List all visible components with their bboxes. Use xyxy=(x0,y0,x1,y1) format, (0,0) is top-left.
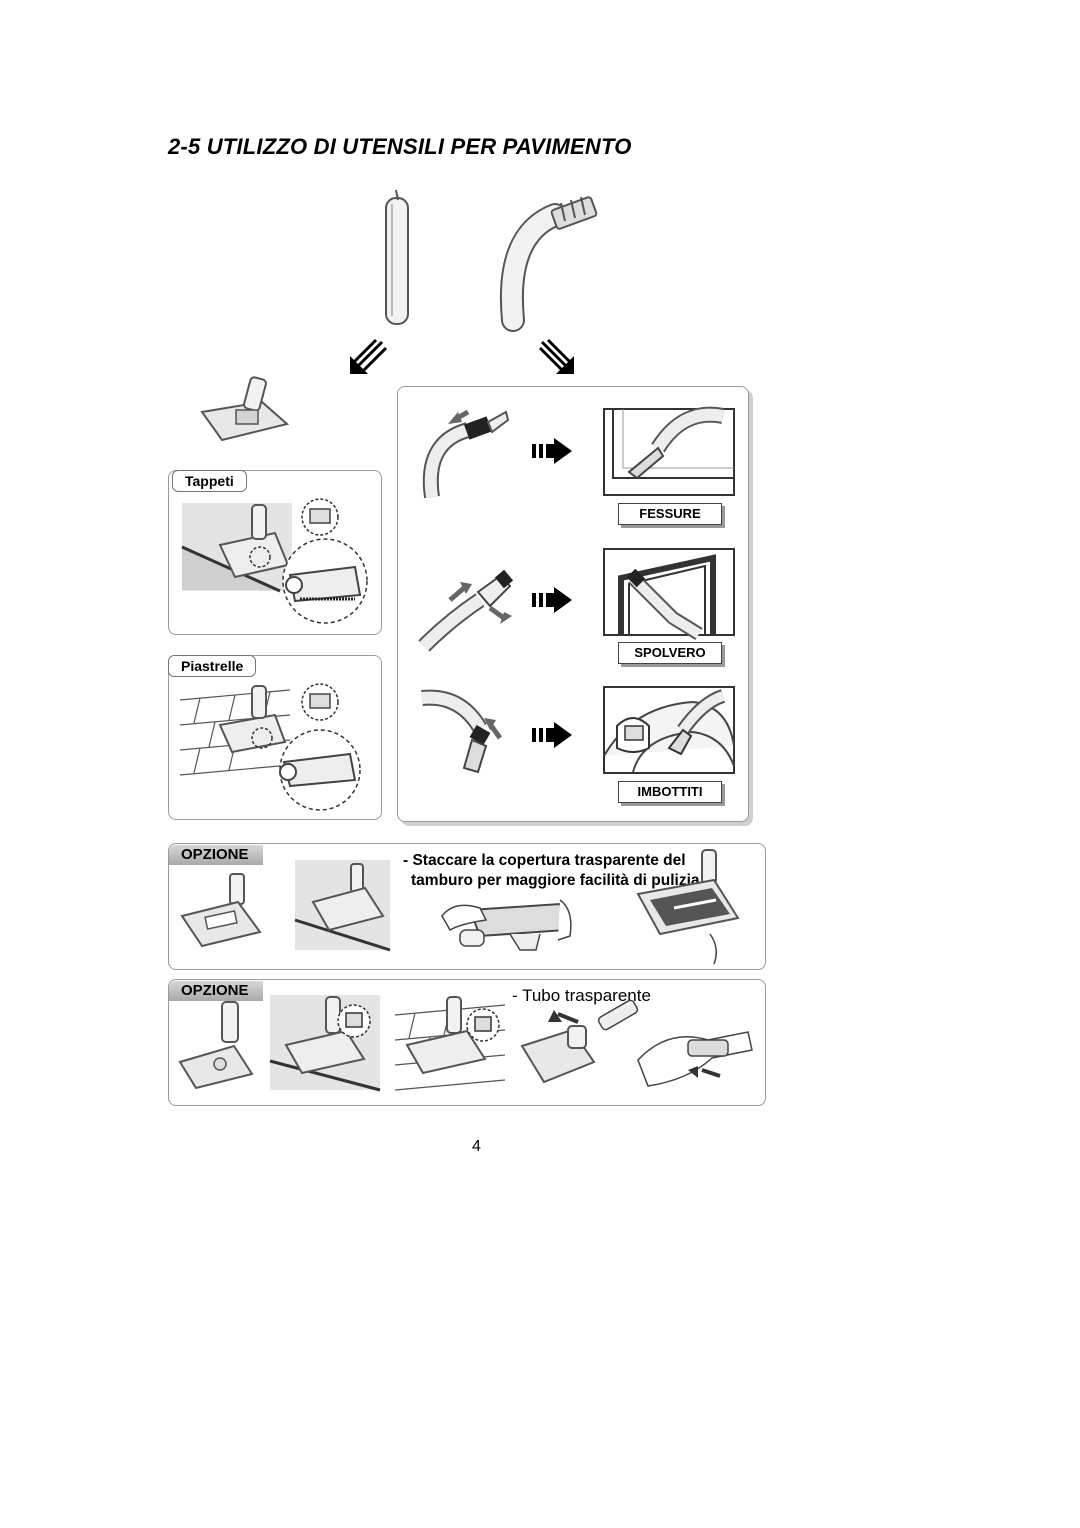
turbo-brush-illustration xyxy=(180,873,262,948)
upholstery-use-illustration xyxy=(603,686,735,774)
hose-handle-illustration xyxy=(499,196,598,332)
floor-brush-illustration xyxy=(200,376,290,442)
straight-tube-illustration xyxy=(385,189,409,325)
drum-cover-removal-illustration xyxy=(441,899,572,951)
upholstery-label: IMBOTTITI xyxy=(618,781,722,803)
dusting-label: SPOLVERO xyxy=(618,642,722,664)
crevice-label: FESSURE xyxy=(618,503,722,525)
upholstery-attach-illustration xyxy=(421,689,503,774)
arrow-down-right-icon xyxy=(538,338,574,374)
tiles-brush-illustration xyxy=(179,683,361,811)
clear-tube-note: - Tubo trasparente xyxy=(512,986,651,1005)
dusting-use-illustration xyxy=(603,548,735,640)
tiles-label: Piastrelle xyxy=(168,655,257,677)
clear-tube-tiles-illustration xyxy=(394,996,506,1091)
clear-tube-detach-illustration xyxy=(520,999,639,1084)
page-title: 2-5 UTILIZZO DI UTENSILI PER PAVIMENTO xyxy=(168,134,632,159)
crevice-attach-illustration xyxy=(422,409,510,499)
option-badge: OPZIONE xyxy=(169,981,263,1001)
page-number: 4 xyxy=(472,1138,481,1155)
arrow-right-icon xyxy=(532,587,572,613)
option-turbo-note-line2: tamburo per maggiore facilità di pulizia… xyxy=(411,872,704,889)
carpet-label: Tappeti xyxy=(172,470,247,492)
dusting-attach-illustration xyxy=(418,569,514,652)
carpet-brush-illustration xyxy=(181,498,368,624)
option-turbo-note-line1: - Staccare la copertura trasparente del xyxy=(403,852,686,869)
clear-tube-brush-illustration xyxy=(178,1001,254,1090)
arrow-right-icon xyxy=(532,438,572,464)
turbo-carpet-illustration xyxy=(294,860,391,952)
crevice-use-illustration xyxy=(603,406,735,496)
turbo-brush-open-illustration xyxy=(636,849,740,965)
clear-tube-clean-illustration xyxy=(637,1031,753,1087)
option-badge: OPZIONE xyxy=(169,845,263,865)
clear-tube-carpet-illustration xyxy=(269,995,381,1092)
arrow-down-left-icon xyxy=(350,338,388,374)
arrow-right-icon xyxy=(532,722,572,748)
